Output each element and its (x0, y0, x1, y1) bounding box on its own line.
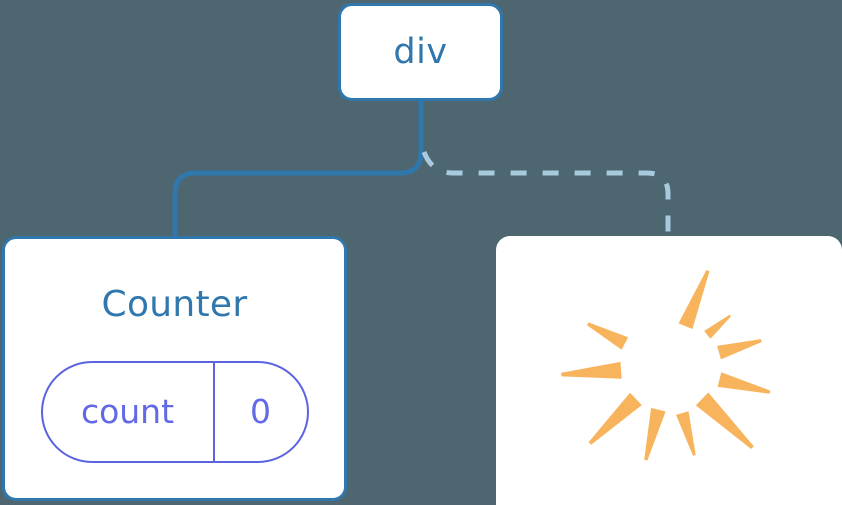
sparkle-burst-icon (561, 270, 771, 461)
burst-ray-0 (678, 270, 710, 329)
edge-root-to-counter (172, 101, 424, 237)
burst-ray-3 (717, 372, 771, 394)
burst-ray-7 (588, 392, 642, 445)
burst-ray-1 (704, 314, 731, 339)
node-burst[interactable] (496, 236, 842, 505)
node-counter-label: Counter (101, 284, 248, 325)
node-div[interactable]: div (338, 3, 503, 101)
burst-ray-8 (561, 361, 622, 379)
burst-ray-2 (717, 339, 762, 360)
burst-ray-5 (676, 411, 696, 456)
burst-ray-6 (644, 407, 666, 461)
state-value-label: 0 (212, 363, 307, 461)
state-key-label: count (80, 391, 175, 431)
node-div-label: div (393, 31, 448, 72)
state-pill-count[interactable]: count 0 (40, 361, 309, 463)
burst-ray-9 (587, 322, 629, 350)
node-counter[interactable]: Counter count 0 (2, 236, 347, 501)
burst-ray-4 (695, 392, 754, 449)
edge-root-to-burst (421, 151, 671, 237)
